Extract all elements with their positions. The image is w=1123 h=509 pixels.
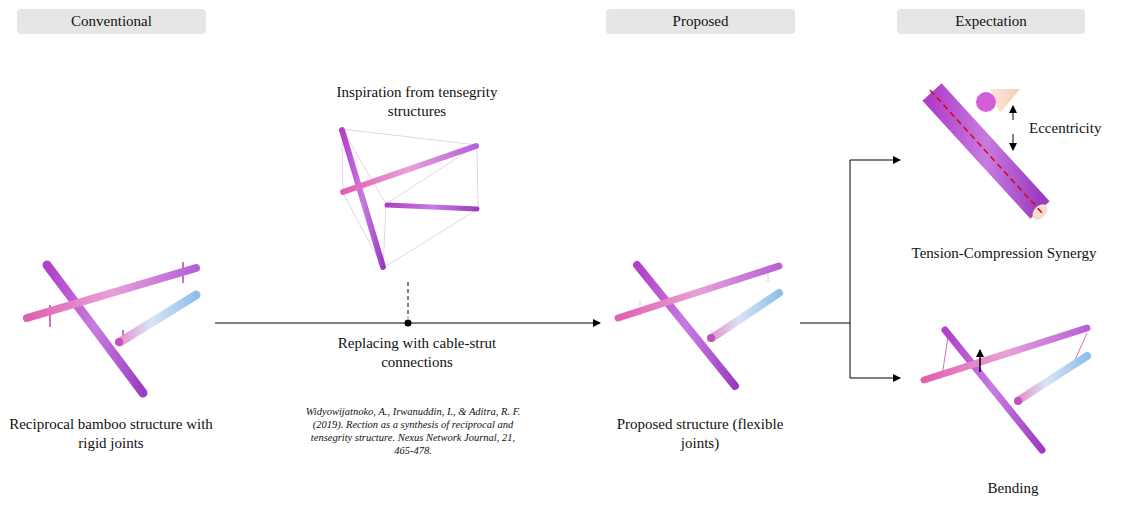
header-box: Expectation [897, 9, 1085, 34]
header-text: Proposed [673, 13, 729, 30]
flow-arrow [215, 323, 600, 324]
dashed-leader [408, 282, 409, 318]
tensegrity-figure [342, 129, 478, 268]
figure-caption: Reciprocal bamboo structure with rigid j… [4, 415, 219, 453]
branch-line [850, 160, 851, 378]
annotation: Eccentricity [1029, 119, 1119, 138]
figure-caption: Tension-Compression Synergy [889, 244, 1119, 263]
proposed-structure [618, 265, 779, 386]
bending-detail [924, 328, 1087, 450]
branch-arrow [850, 378, 900, 379]
figure-caption: Replacing with cable-strut connections [317, 334, 517, 372]
reciprocal-structure [27, 262, 196, 393]
figure-caption: Inspiration from tensegrity structures [317, 83, 517, 121]
branch-line [800, 323, 850, 324]
header-text: Expectation [955, 13, 1027, 30]
header-box: Proposed [606, 9, 795, 34]
header-text: Conventional [71, 13, 152, 30]
figure-caption: Bending [953, 479, 1073, 498]
tensegrity-struts [342, 130, 477, 267]
figure-caption: Proposed structure (flexible joints) [600, 415, 800, 453]
eccentricity-detail [930, 89, 1050, 223]
citation: Widyowijatnoko, A., Irwanuddin, I., & Ad… [301, 405, 526, 457]
branch-arrow [850, 160, 900, 161]
header-box: Conventional [17, 9, 206, 34]
